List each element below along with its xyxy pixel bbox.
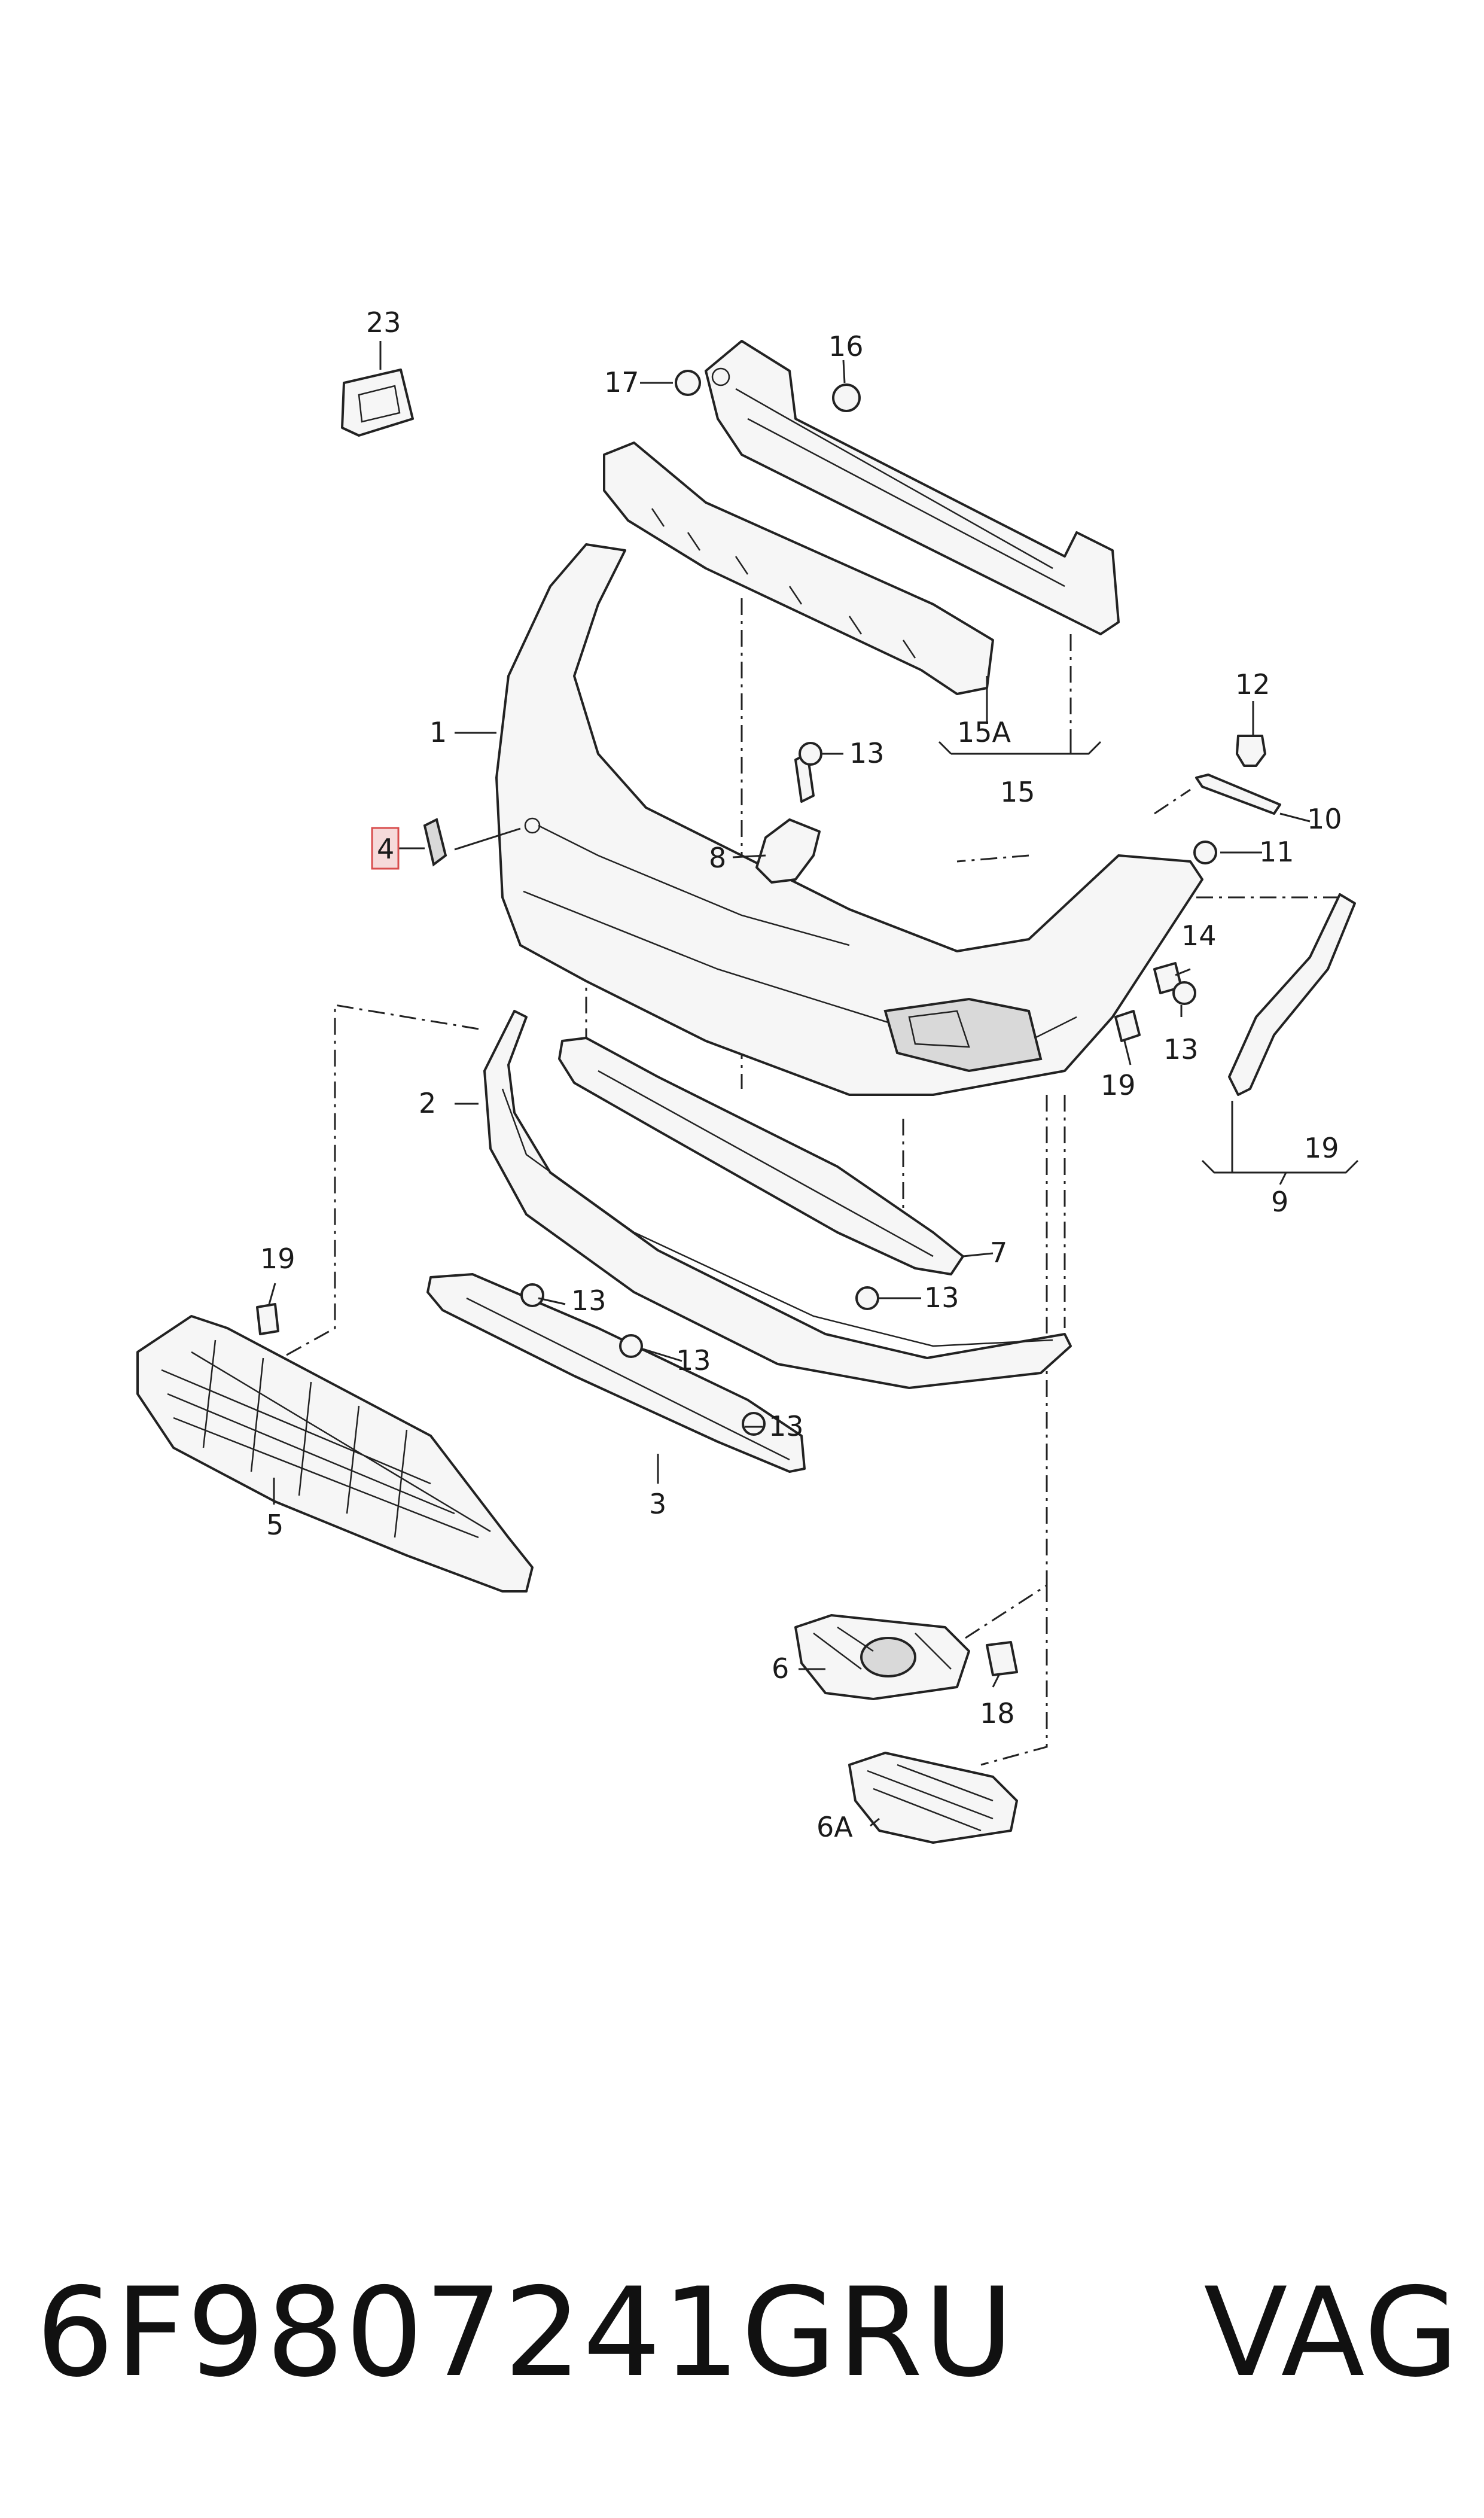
part-23-sensor-cover (341, 369, 414, 437)
label-5: 5 (266, 1509, 284, 1541)
label-15a: 15A (957, 716, 1011, 748)
bolt-icon (520, 1283, 544, 1307)
part-2-lower-spoiler (483, 1010, 1072, 1389)
label-13c: 13 (924, 1281, 959, 1314)
bolt-icon (619, 1334, 643, 1358)
label-18: 18 (980, 1697, 1015, 1730)
highlight-box (371, 827, 400, 870)
label-8: 8 (709, 842, 726, 874)
bolt-icon (742, 1412, 766, 1436)
part-1-bumper-cover (495, 543, 1203, 1096)
footer: 6F9807241GRU VAG (36, 2255, 1460, 2411)
part-15a-absorber (603, 442, 994, 695)
bolt-icon (1193, 841, 1217, 864)
exploded-parts-diagram: 23 17 16 1 4 8 13 15A 15 12 10 11 14 13 … (136, 306, 1359, 1844)
part-6-fog-grille (794, 1614, 970, 1700)
part-4-cap (423, 818, 447, 867)
part-12-clip (1236, 735, 1266, 767)
label-16: 16 (828, 330, 864, 363)
label-12: 12 (1235, 668, 1270, 701)
label-15: 15 (1000, 776, 1035, 808)
label-3: 3 (649, 1488, 666, 1520)
bolt-icon (855, 1286, 879, 1310)
part-6a-blank-grille (848, 1752, 1018, 1844)
part-19-clips (256, 1010, 1141, 1335)
part-5-grille (136, 1315, 534, 1593)
label-1: 1 (429, 716, 447, 748)
alignment-lines (281, 598, 1340, 1766)
label-14: 14 (1181, 919, 1217, 952)
label-19b: 19 (1304, 1132, 1339, 1164)
bolt-icon (675, 370, 701, 396)
label-9: 9 (1271, 1186, 1288, 1218)
label-17: 17 (604, 366, 639, 398)
label-19c: 19 (260, 1243, 295, 1275)
label-13e: 13 (676, 1344, 711, 1377)
label-4: 4 (377, 833, 394, 865)
bolt-icon (799, 742, 822, 766)
label-2: 2 (419, 1087, 436, 1119)
part-8-bracket (755, 753, 821, 884)
callout-labels: 23 17 16 1 4 8 13 15A 15 12 10 11 14 13 … (260, 306, 1342, 1843)
leader-lines (268, 341, 1359, 1827)
label-13d: 13 (571, 1284, 607, 1317)
label-6: 6 (772, 1652, 789, 1685)
part-15-bumper-carrier (705, 340, 1120, 635)
part-18-clip (986, 1641, 1018, 1676)
label-19a: 19 (1101, 1069, 1136, 1101)
part-10-clip-strip (1195, 774, 1281, 815)
fasteners (520, 370, 1217, 1436)
label-10: 10 (1307, 803, 1342, 835)
bolt-icon (1172, 981, 1196, 1005)
label-11: 11 (1259, 836, 1294, 868)
part-7-bracket (558, 1037, 964, 1275)
part-3-trim-strip (426, 1273, 806, 1473)
label-13a: 13 (849, 737, 885, 769)
part-number: 6F9807241GRU (36, 2262, 1015, 2404)
label-23: 23 (366, 306, 401, 339)
label-13f: 13 (769, 1410, 804, 1442)
label-6a: 6A (816, 1811, 853, 1843)
bolt-icon (832, 383, 861, 412)
label-7: 7 (990, 1237, 1007, 1269)
label-13b: 13 (1163, 1033, 1199, 1065)
brand-label: VAG (1203, 2262, 1460, 2404)
part-9-arch-trim (1228, 893, 1356, 1096)
